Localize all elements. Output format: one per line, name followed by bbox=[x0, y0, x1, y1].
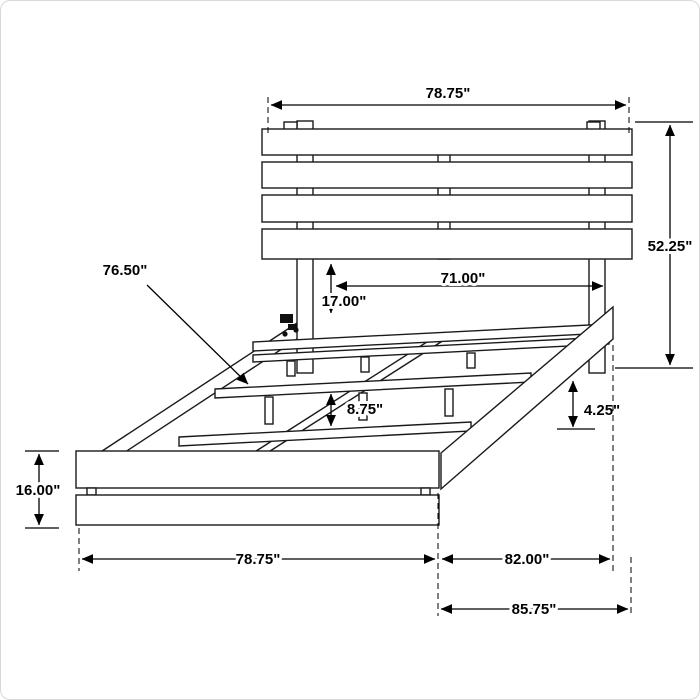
dim-label-headboard-height: 52.25" bbox=[648, 238, 693, 255]
dim-headboard-width: 78.75" bbox=[267, 82, 630, 133]
dim-headboard-clearance: 17.00" bbox=[319, 263, 369, 314]
slat-cleat bbox=[444, 388, 454, 417]
footboard-board-bottom bbox=[75, 494, 440, 526]
dim-support-height: 8.75" bbox=[326, 393, 386, 427]
footboard bbox=[75, 450, 440, 526]
dim-frame-length: 82.00" bbox=[441, 345, 614, 573]
slat-cleat bbox=[360, 356, 370, 373]
dimensions: 78.75" 52.25" 76.50" 71.00" 17.00" 8.75" bbox=[13, 82, 696, 621]
headboard-slat-3 bbox=[261, 194, 633, 223]
dim-label-headboard-clearance: 17.00" bbox=[322, 293, 367, 310]
footboard-connector-left bbox=[86, 487, 97, 496]
footboard-connector-right bbox=[420, 487, 431, 496]
dim-label-slat-support-length: 76.50" bbox=[103, 262, 148, 279]
slat-rail-front bbox=[178, 421, 472, 447]
dim-slat-support-length: 76.50" bbox=[100, 259, 249, 385]
slat-cleat bbox=[466, 352, 476, 369]
dim-label-headboard-width: 78.75" bbox=[426, 85, 471, 102]
dim-footboard-width: 78.75" bbox=[78, 493, 439, 616]
bed-base bbox=[92, 305, 614, 491]
headboard-slat-4 bbox=[261, 228, 633, 260]
dim-label-support-height: 8.75" bbox=[347, 401, 383, 418]
dim-label-frame-length: 82.00" bbox=[505, 551, 550, 568]
dim-rail-height: 4.25" bbox=[557, 380, 623, 430]
slat-cleat bbox=[358, 392, 368, 421]
headboard-slat-1 bbox=[261, 128, 633, 156]
dim-label-inner-width: 71.00" bbox=[441, 270, 486, 287]
dim-headboard-height: 52.25" bbox=[615, 121, 695, 369]
dim-inner-width: 71.00" bbox=[335, 267, 604, 291]
dim-label-footboard-height: 16.00" bbox=[16, 482, 61, 499]
dim-label-footboard-width: 78.75" bbox=[236, 551, 281, 568]
footboard-board-top bbox=[75, 450, 440, 489]
slat-cleat bbox=[286, 360, 296, 377]
side-rail-right bbox=[440, 305, 614, 491]
bracket-hardware-detail bbox=[280, 314, 299, 337]
dim-overall-length: 85.75" bbox=[440, 557, 632, 621]
dim-label-rail-height: 4.25" bbox=[584, 402, 620, 419]
headboard-slat-2 bbox=[261, 161, 633, 189]
slat-rail-back-lower bbox=[252, 336, 610, 363]
headboard bbox=[261, 120, 633, 374]
slat-cleat bbox=[264, 396, 274, 425]
dim-footboard-height: 16.00" bbox=[13, 450, 63, 529]
dim-label-overall-length: 85.75" bbox=[512, 601, 557, 618]
